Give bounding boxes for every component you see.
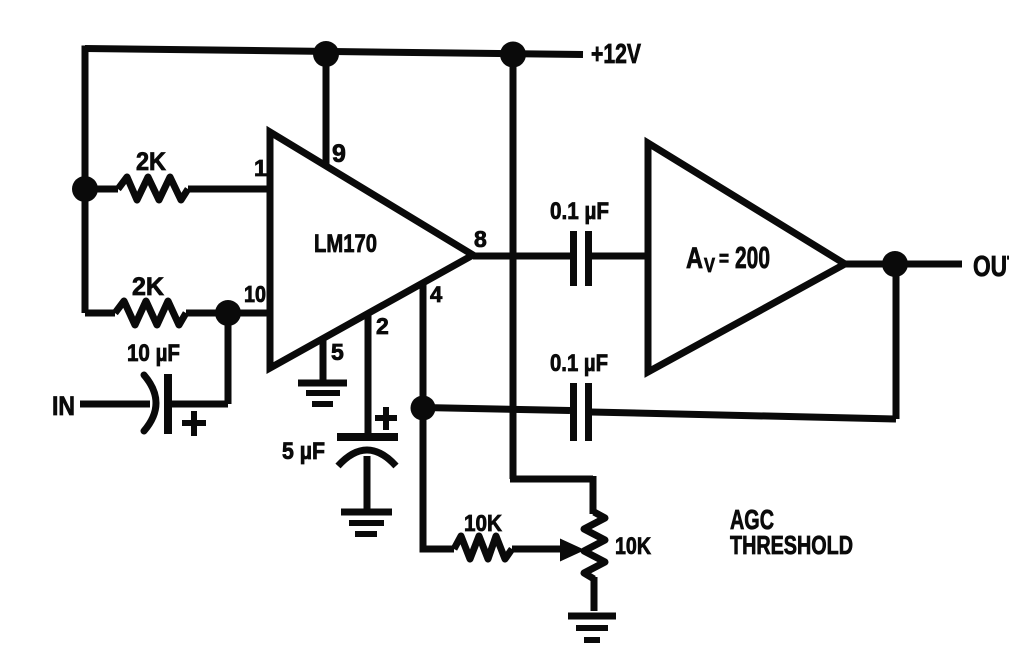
svg-text:0.1 µF: 0.1 µF [550,350,608,377]
svg-text:2: 2 [376,313,389,339]
svg-text:AGC: AGC [730,504,774,535]
svg-text:THRESHOLD: THRESHOLD [730,530,853,560]
svg-text:=: = [719,246,729,271]
svg-text:10: 10 [244,281,266,307]
svg-text:LM170: LM170 [314,230,377,258]
svg-text:0.1 µF: 0.1 µF [550,198,609,225]
svg-text:200: 200 [735,240,770,275]
svg-text:2K: 2K [136,148,166,176]
svg-text:5: 5 [331,339,344,365]
svg-text:10K: 10K [464,510,502,536]
svg-text:1: 1 [254,155,267,181]
svg-text:9: 9 [332,140,346,168]
svg-text:4: 4 [430,282,443,307]
svg-text:IN: IN [52,391,75,421]
svg-text:10K: 10K [615,533,652,560]
svg-text:V: V [704,255,716,277]
svg-text:8: 8 [474,226,487,252]
svg-text:OUT: OUT [973,251,1009,283]
svg-text:10 µF: 10 µF [127,340,180,367]
svg-text:5 µF: 5 µF [282,438,325,465]
svg-text:A: A [686,242,703,275]
svg-text:2K: 2K [132,273,164,301]
svg-text:+12V: +12V [591,38,641,69]
